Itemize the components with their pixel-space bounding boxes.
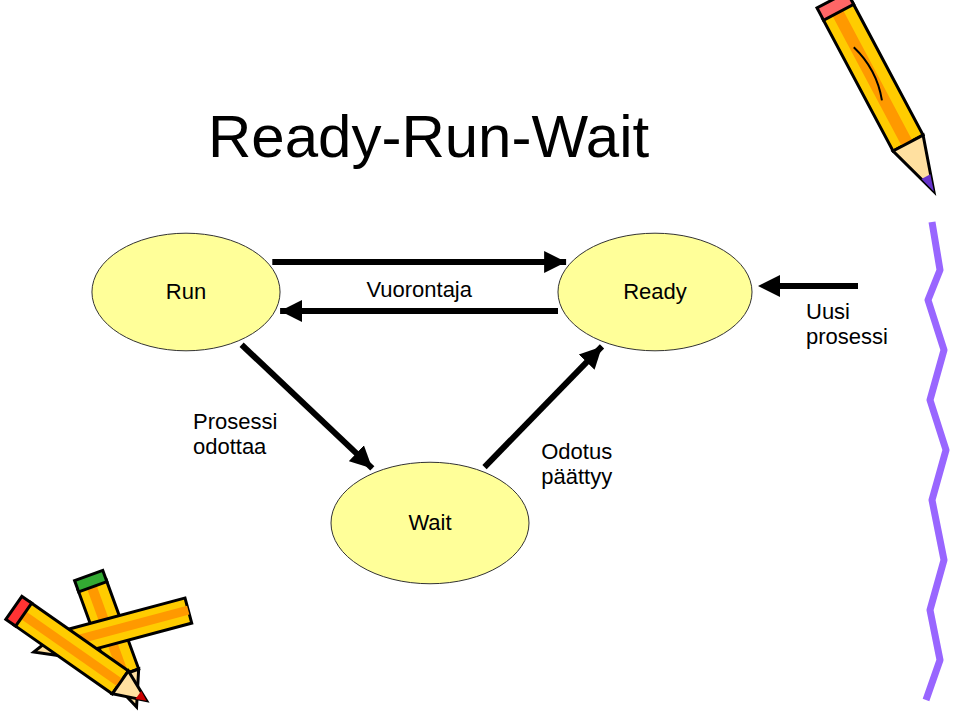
diagram-title: Ready-Run-Wait [208,104,649,170]
state-name: Run [166,280,206,304]
state-ellipse: Run [91,232,281,352]
transition-label: Odotus päättyy [538,439,644,490]
state-ellipse: Wait [330,461,530,585]
transition-label: Vuorontaja [363,277,475,304]
transition-label: Prosessi odottaa [190,409,300,460]
state-name: Ready [623,280,687,304]
new-process-arrowhead [758,275,780,297]
state-ellipse: Ready [557,232,753,352]
note-label: Uusi prosessi [803,299,919,350]
transition-arrow [280,308,558,314]
state-name: Wait [408,511,451,535]
transition-arrow [272,259,566,265]
purple-stroke [926,222,946,700]
pencil-top-right [817,0,949,200]
new-process-arrow [778,283,858,289]
pencil-bottom-left-3 [6,596,155,712]
